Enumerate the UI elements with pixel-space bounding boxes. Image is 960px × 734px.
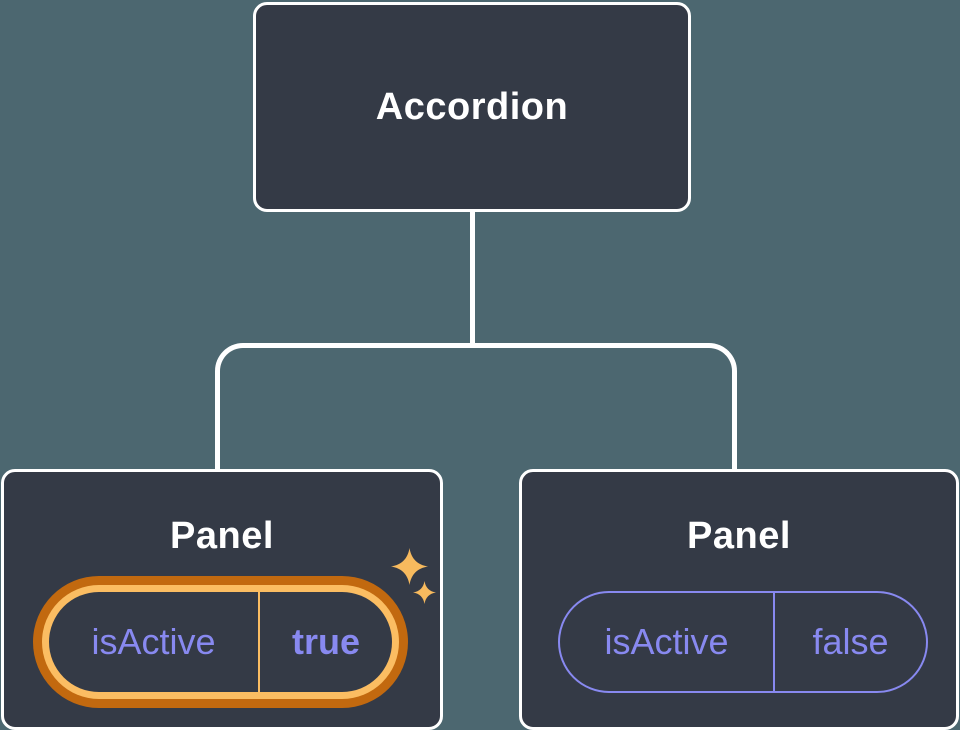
state-key-label: isActive — [604, 621, 729, 662]
state-key-label: isActive — [91, 621, 216, 662]
accordion-node: Accordion — [253, 2, 691, 212]
connector-stem — [470, 210, 475, 345]
sparkle-icon — [391, 548, 428, 585]
state-pill-inactive: isActive false — [558, 591, 928, 693]
pill-divider — [773, 593, 775, 691]
connector-branch — [215, 343, 737, 470]
accordion-node-label: Accordion — [375, 85, 569, 128]
page-background-strip — [0, 730, 960, 734]
panel-node-active: Panel isActive true — [1, 469, 443, 730]
pill-divider — [258, 592, 260, 692]
state-pill-active: isActive true — [49, 592, 392, 692]
sparkle-icon — [413, 581, 436, 604]
panel-node-inactive-label: Panel — [687, 515, 791, 557]
panel-node-active-label: Panel — [170, 515, 274, 557]
state-value-label: true — [291, 621, 360, 662]
panel-node-inactive: Panel isActive false — [519, 469, 959, 730]
state-value-label: false — [812, 621, 889, 662]
